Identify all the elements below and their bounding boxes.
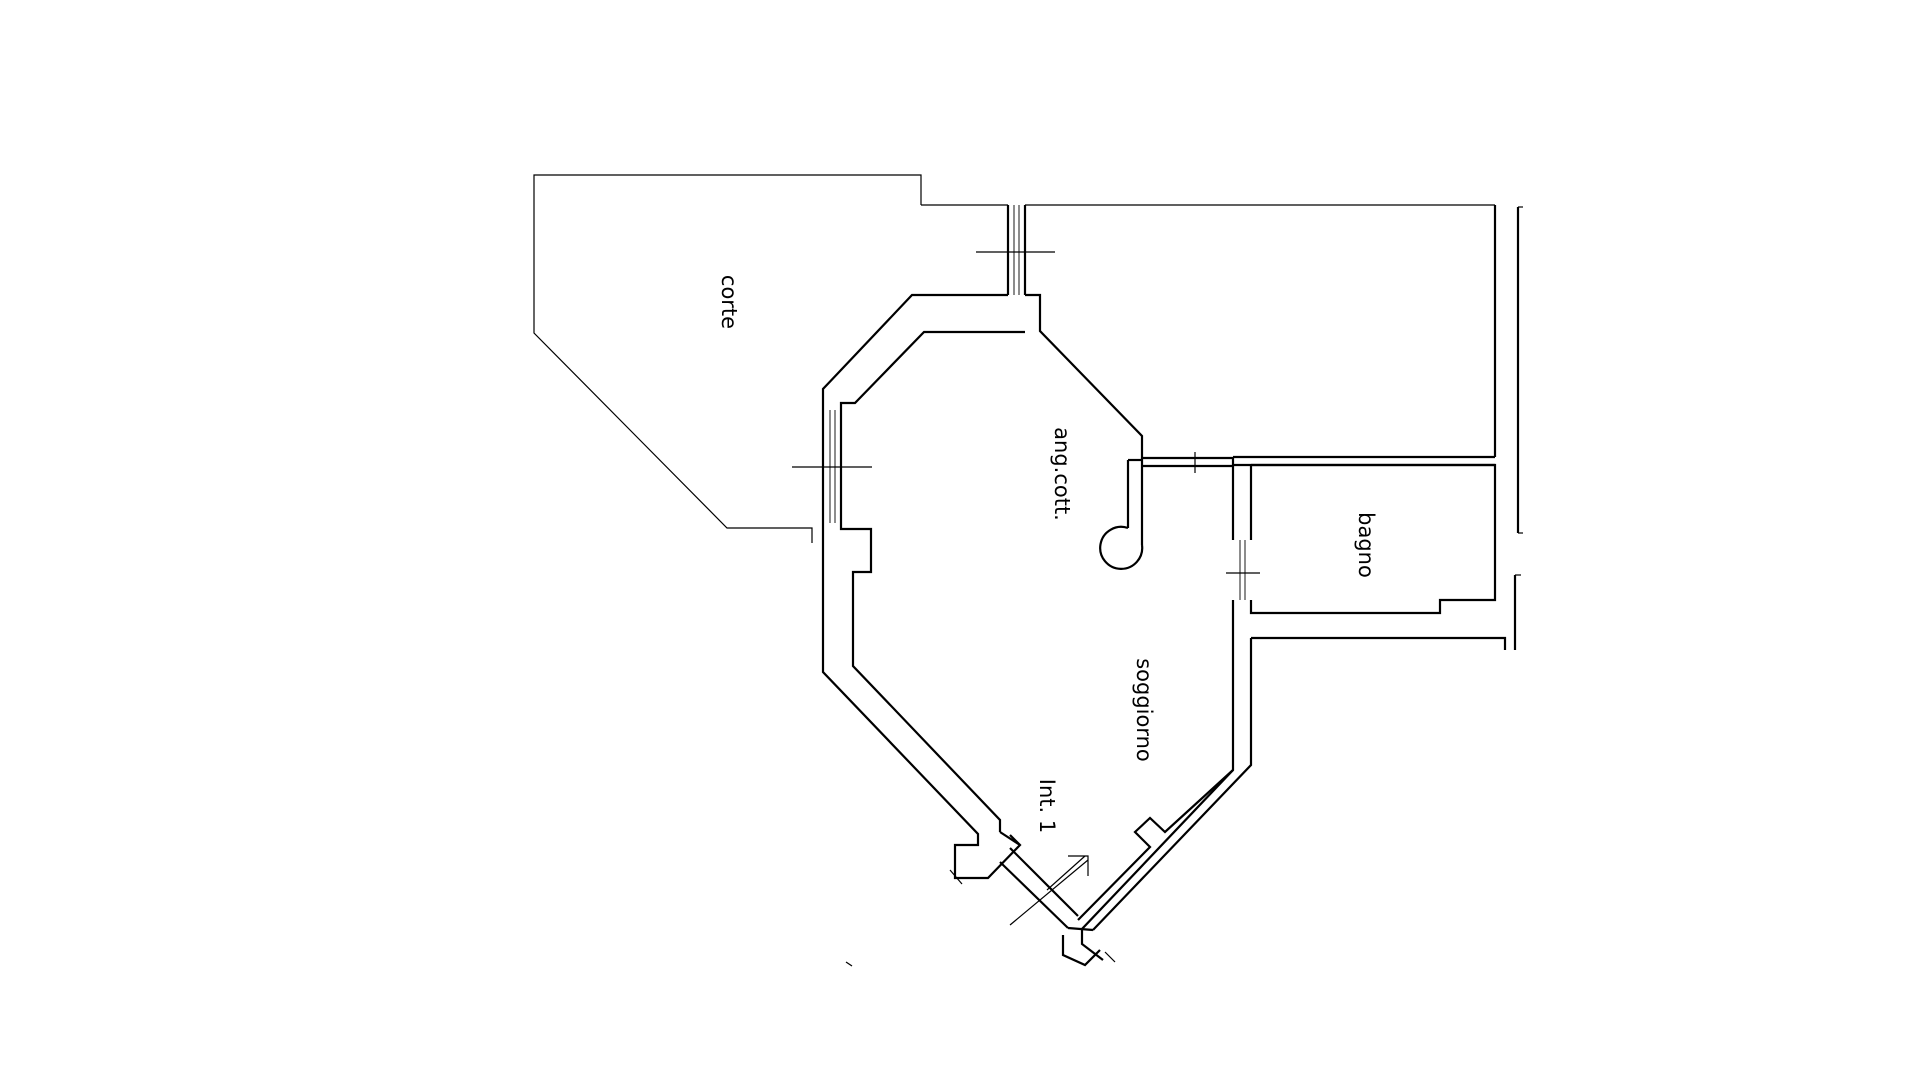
label-corte: corte: [717, 275, 741, 329]
kitchen-door: [1142, 452, 1233, 473]
living-walls: [999, 612, 1507, 967]
courtyard-outline: [533, 174, 1495, 543]
entrance-door: [845, 847, 1116, 967]
top-door: [976, 205, 1055, 295]
main-walls: [821, 293, 1144, 880]
label-bathroom: bagno: [1354, 512, 1378, 578]
label-kitchen: ang.cott.: [1050, 427, 1074, 521]
bathroom-walls: [1226, 457, 1497, 615]
upper-right-space: [1233, 205, 1523, 650]
label-living: soggiorno: [1132, 658, 1156, 762]
label-unit: Int. 1: [1035, 779, 1059, 833]
left-window: [792, 410, 872, 523]
